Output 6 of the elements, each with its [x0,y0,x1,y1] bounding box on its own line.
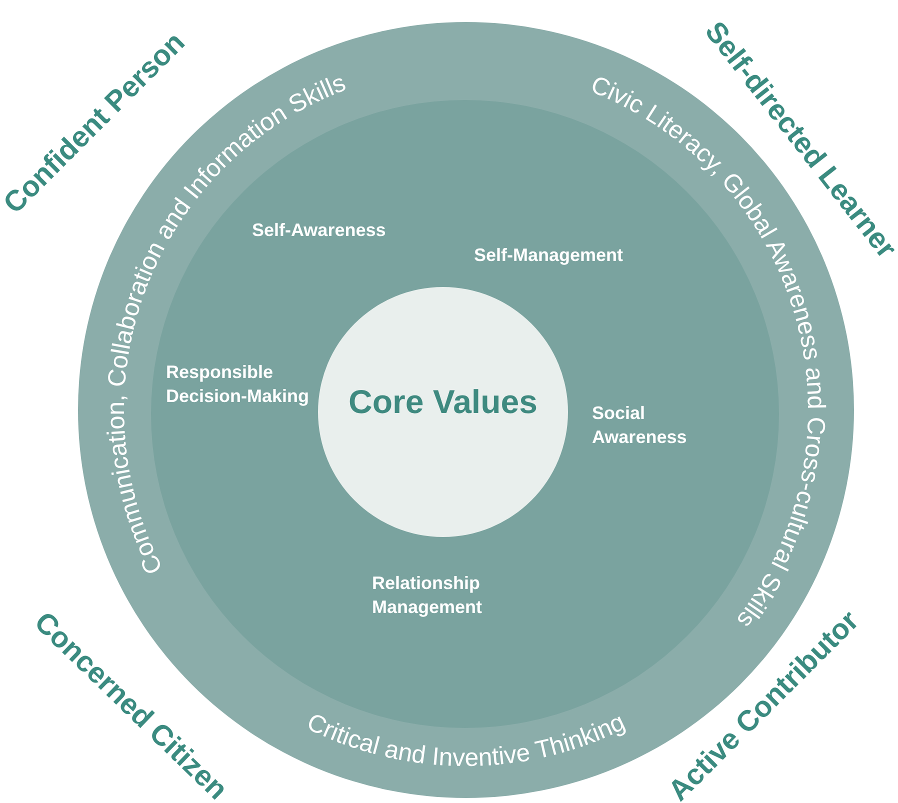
ring-label: Critical and Inventive Thinking [302,708,630,772]
competency-label: Self-Management [474,244,624,267]
competency-label: Self-Awareness [252,219,387,242]
center-label: Core Values [348,382,538,422]
competency-label: Relationship Management [372,572,484,619]
competency-label: Social Awareness [592,402,688,449]
